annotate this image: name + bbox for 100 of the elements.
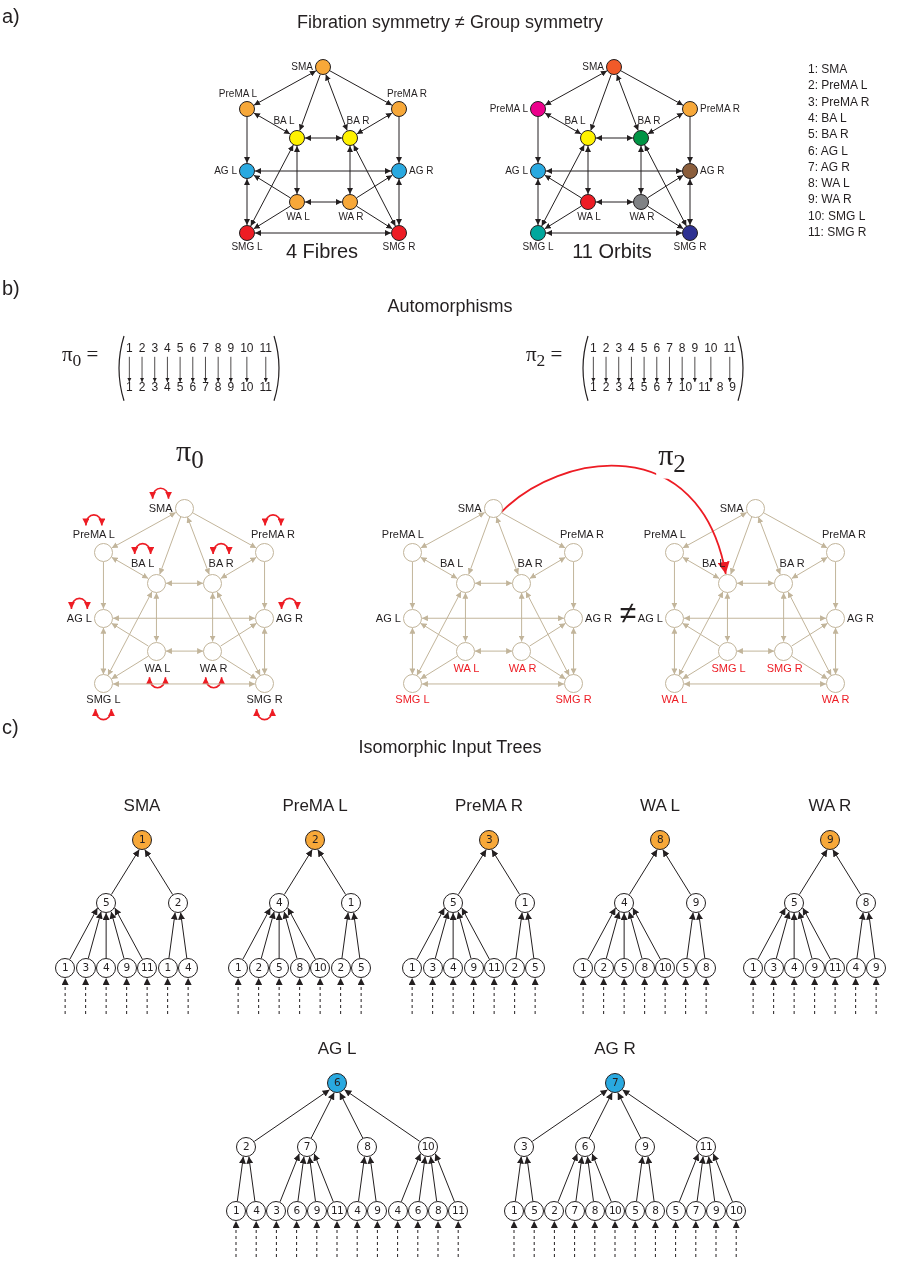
region-node: [289, 130, 305, 146]
arrow: [729, 516, 753, 575]
arrow: [244, 116, 250, 164]
region-node: [826, 543, 846, 562]
arrow: [299, 74, 321, 131]
arrow: [111, 655, 149, 680]
node-label: WA R: [199, 661, 228, 675]
node-label: SMA: [719, 501, 744, 515]
node-label: PreMA R: [700, 103, 740, 115]
arrow: [605, 911, 621, 959]
arrow: [706, 1156, 716, 1202]
node-label: AG R: [585, 611, 612, 625]
dashed-arrow: [702, 977, 710, 1015]
tree-node: 5: [351, 958, 372, 978]
arrow: [682, 512, 748, 549]
tree-node: 5: [625, 1201, 646, 1221]
region-node: [826, 674, 846, 694]
tree-node: 4: [784, 958, 805, 978]
math-label: π$_{2}$ =: [526, 342, 563, 371]
arrow: [462, 592, 469, 643]
dashed-arrow: [394, 1220, 402, 1258]
arrow: [590, 74, 612, 131]
dashed-arrow: [872, 977, 880, 1015]
text-label: 4: BA L: [808, 111, 847, 126]
tree-node: 10: [726, 1201, 747, 1221]
arrow: [304, 135, 343, 141]
arrow: [628, 849, 658, 895]
tree-node: 1: [514, 893, 535, 913]
text-label: 1: SMA: [808, 63, 848, 77]
text-label: PreMA L: [282, 796, 348, 816]
arrow: [802, 907, 831, 960]
arrow: [275, 912, 283, 959]
arrow: [100, 627, 107, 675]
dashed-arrow: [373, 1220, 381, 1258]
arrow: [678, 1153, 700, 1203]
tree-node: 5: [665, 1201, 686, 1221]
node-label: SMG R: [246, 693, 283, 707]
arrow: [671, 627, 678, 675]
tree-node: 7: [564, 1201, 585, 1221]
tree-node: 5: [96, 893, 117, 913]
text-label: 2: PreMA L: [808, 79, 868, 94]
arrow: [253, 112, 291, 135]
text-label: Fibration symmetry ≠ Group symmetry: [297, 12, 603, 33]
dashed-arrow: [255, 977, 263, 1015]
dashed-arrow: [591, 1220, 599, 1258]
arrow: [220, 655, 258, 680]
arrow: [209, 592, 216, 643]
arrow: [636, 1156, 646, 1202]
region-node: [483, 498, 503, 518]
arrow: [304, 199, 343, 205]
tree-node: 9: [866, 958, 887, 978]
arrow: [644, 144, 687, 227]
arrow: [317, 849, 347, 895]
arrow: [632, 907, 661, 960]
arrow: [687, 116, 693, 164]
arrow: [353, 144, 396, 227]
tree-node: 11: [695, 1137, 716, 1157]
arrow: [306, 1156, 316, 1202]
region-node: [455, 573, 475, 593]
tree-node: 3: [514, 1137, 535, 1157]
arrow: [696, 912, 706, 959]
arrow: [236, 1156, 246, 1202]
region-node: [315, 59, 331, 75]
arrow: [557, 1153, 578, 1203]
text-label: 3: PreMA R: [808, 95, 870, 110]
node-label: AG L: [66, 611, 92, 625]
node-label: PreMA R: [387, 87, 427, 99]
arrow: [544, 112, 582, 135]
tree-node: 4: [845, 958, 866, 978]
arrow: [283, 849, 313, 895]
arrow: [591, 1153, 612, 1203]
tree-node: 1: [55, 958, 76, 978]
dashed-arrow: [82, 977, 90, 1015]
region-node: [391, 225, 407, 241]
arrow: [570, 561, 577, 610]
dashed-arrow: [749, 977, 757, 1015]
node-label: SMA: [148, 501, 173, 515]
arrow: [500, 512, 566, 549]
arrow: [325, 74, 348, 131]
region-node: [606, 59, 622, 75]
arrow: [757, 907, 786, 960]
arrow: [310, 1092, 335, 1139]
arrow: [535, 116, 541, 164]
tree-node: 8: [696, 958, 717, 978]
tree-node: 9: [820, 830, 840, 850]
region-node: [664, 543, 684, 562]
tree-node: 9: [367, 1201, 388, 1221]
dashed-arrow: [293, 1220, 301, 1258]
arrow: [525, 591, 570, 676]
arrow: [112, 615, 256, 622]
tree-node: 1: [504, 1201, 524, 1221]
node-label: PreMA L: [643, 528, 686, 541]
region-node: [564, 674, 584, 694]
tree-node: 5: [675, 958, 696, 978]
dashed-arrow: [600, 977, 608, 1015]
arrow: [282, 911, 298, 959]
node-label: WA R: [338, 211, 364, 223]
text-label: ≠: [619, 596, 637, 631]
arrow: [682, 556, 720, 579]
text-label: AG L: [317, 1039, 357, 1059]
